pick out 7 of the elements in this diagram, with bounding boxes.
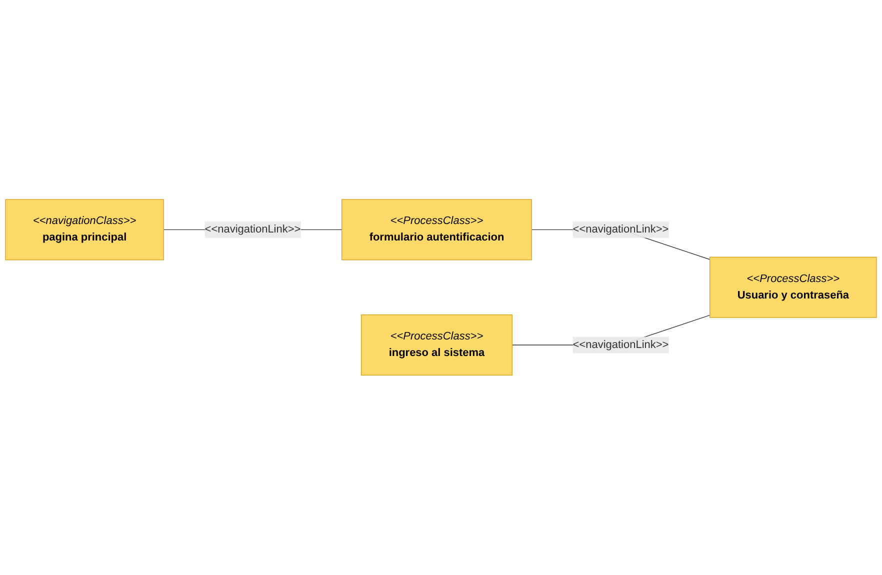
edge-label: <<navigationLink>>	[204, 224, 301, 236]
node-box: <<navigationClass>> pagina principal	[5, 199, 164, 260]
node-box: <<ProcessClass>> formulario autentificacion	[342, 199, 532, 260]
node-box: <<ProcessClass>> Usuario y contraseña	[710, 256, 877, 318]
edge-label: <<navigationLink>>	[572, 224, 669, 236]
node-box: <<ProcessClass>> ingreso al sistema	[361, 314, 512, 376]
edge-label: <<navigationLink>>	[572, 338, 669, 351]
